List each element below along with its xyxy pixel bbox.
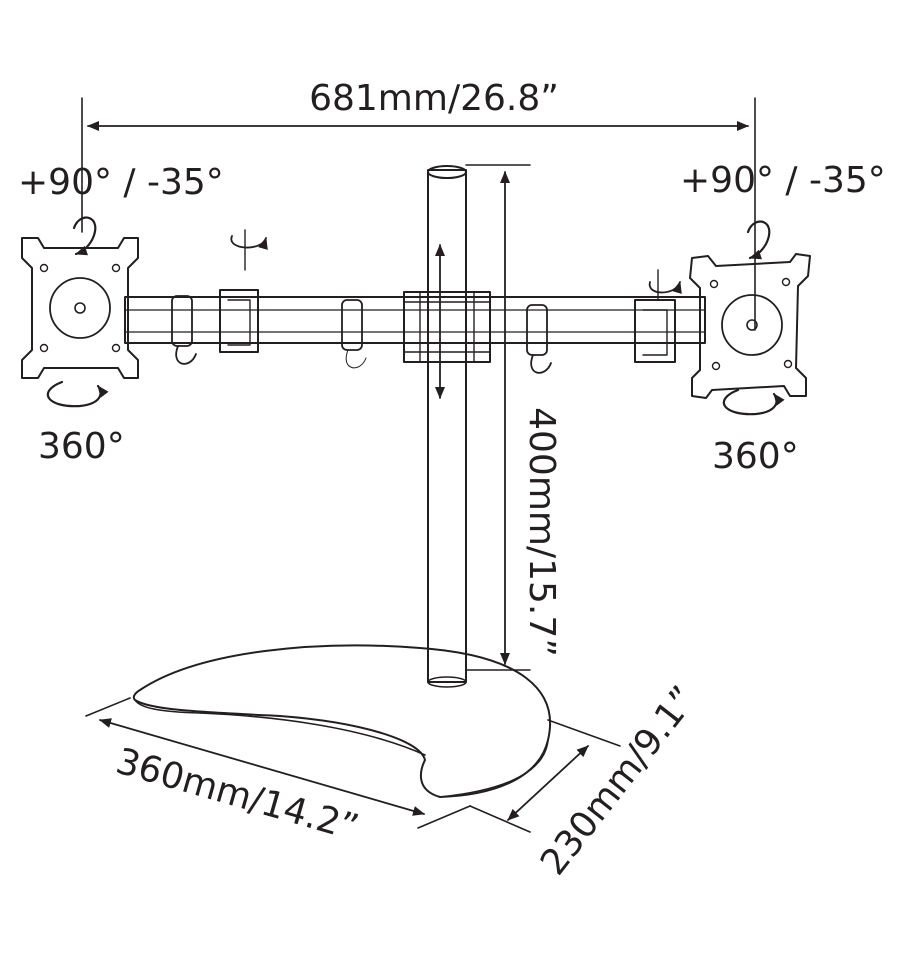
base-depth-dimension: 230mm/9.1” bbox=[469, 679, 705, 883]
right-tilt-label: +90° / -35° bbox=[680, 160, 886, 201]
left-rotation-label: 360° bbox=[38, 426, 125, 467]
left-tilt-arrow-icon bbox=[72, 216, 97, 256]
width-dimension: 681mm/26.8” bbox=[81, 78, 756, 331]
horizontal-arm bbox=[124, 296, 706, 344]
base-depth-arrow bbox=[507, 745, 589, 821]
swivel-arrow-left-icon bbox=[230, 229, 268, 271]
right-rotation-label: 360° bbox=[712, 436, 799, 477]
swivel-arrow-right-icon bbox=[649, 269, 682, 301]
cable-clip-3 bbox=[526, 304, 552, 374]
base-length-arrow bbox=[99, 718, 425, 816]
height-dimension: 400mm/15.7” bbox=[465, 164, 562, 671]
right-vesa-plate bbox=[689, 253, 811, 399]
arm-joint-right bbox=[634, 299, 676, 363]
left-vesa-plate bbox=[21, 237, 139, 379]
arm-joint-left bbox=[219, 289, 259, 353]
cable-clip-2 bbox=[341, 299, 367, 369]
pole-clamp bbox=[403, 291, 491, 363]
width-label: 681mm/26.8” bbox=[309, 78, 559, 119]
left-rotate-arrow-icon bbox=[46, 380, 109, 408]
right-tilt-arrow-icon bbox=[746, 220, 771, 260]
base-length-dimension: 360mm/14.2” bbox=[85, 697, 471, 849]
cable-clip-1 bbox=[171, 295, 197, 365]
pole bbox=[427, 165, 467, 688]
left-tilt-label: +90° / -35° bbox=[18, 162, 224, 203]
base-length-label: 360mm/14.2” bbox=[111, 741, 362, 849]
height-label: 400mm/15.7” bbox=[521, 407, 562, 657]
base-depth-label: 230mm/9.1” bbox=[533, 679, 705, 883]
right-rotate-arrow-icon bbox=[722, 388, 785, 416]
